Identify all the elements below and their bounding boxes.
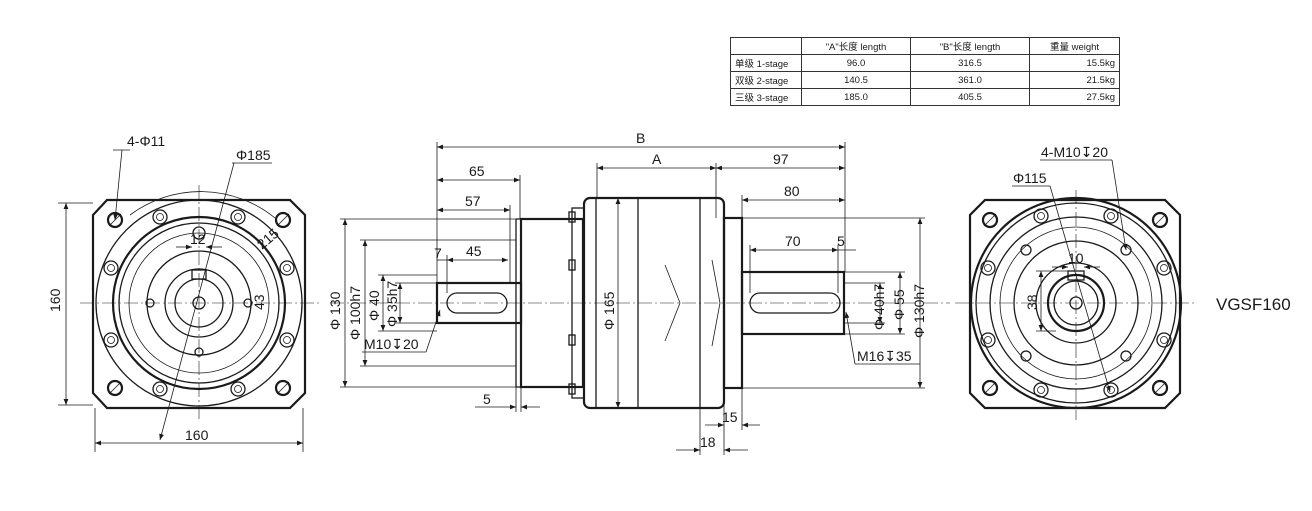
- dim-18: 18: [700, 434, 716, 450]
- dim-45: 45: [466, 243, 482, 259]
- left-bolt-circle: [103, 209, 295, 397]
- dim-phi55: Φ 55: [891, 289, 907, 320]
- left-height-label: 43: [251, 294, 267, 310]
- input-shaft-key: [446, 292, 508, 314]
- right-thread-label: 4-M10↧20: [1041, 144, 1108, 160]
- left-square-flange: [91, 198, 307, 410]
- left-bottom-label: 160: [185, 427, 209, 443]
- model-label: VGSF160: [1216, 295, 1291, 314]
- dim-phi130h7: Φ 130h7: [911, 284, 927, 338]
- dim-phi40-left: Φ 40: [366, 290, 382, 321]
- left-pcd-label: Φ185: [236, 147, 271, 163]
- dim-phi100h7: Φ 100h7: [347, 286, 363, 340]
- dim-97: 97: [773, 151, 789, 167]
- dim-7: 7: [434, 245, 442, 261]
- dim-B: B: [636, 130, 645, 146]
- left-side-label: 160: [47, 288, 63, 312]
- side-view: B 65 57 7 45 A 97 80 70 5 5: [327, 130, 950, 455]
- dim-5-bottom: 5: [483, 391, 491, 407]
- left-hole-label: 4-Φ11: [127, 133, 165, 149]
- right-pcd-label: Φ115: [1013, 170, 1047, 186]
- dim-m10-left: M10↧20: [364, 336, 419, 352]
- dim-phi165: Φ 165: [601, 291, 617, 330]
- right-key-label: 10: [1068, 250, 1084, 266]
- dim-80: 80: [784, 183, 800, 199]
- output-shaft: [740, 270, 846, 336]
- left-key-label: 12: [190, 231, 206, 247]
- dim-15: 15: [722, 409, 738, 425]
- housing-taper-mark: [664, 264, 681, 342]
- right-flange-view: 4-M10↧20 Φ115 10 38 VGSF160: [955, 144, 1291, 420]
- dim-m16: M16↧35: [857, 348, 912, 364]
- dim-5-top: 5: [837, 233, 845, 249]
- right-height-label: 38: [1024, 294, 1040, 310]
- dim-70: 70: [785, 233, 801, 249]
- dim-phi130-left: Φ 130: [327, 291, 343, 330]
- output-shaft-key: [749, 292, 841, 314]
- dim-phi35h7: Φ 35h7: [384, 281, 400, 327]
- right-bolt-circle: [980, 208, 1172, 398]
- spec-weight: 27.5kg: [1029, 88, 1120, 106]
- spec-table-header-row: "A"长度 length "B"长度 length 重量 weight: [730, 37, 1120, 55]
- left-diag-arc: [129, 191, 276, 219]
- left-flange-view: 4-Φ11 Φ185 215 12 43 160 160: [47, 133, 320, 452]
- dim-phi40h7: Φ 40h7: [871, 284, 887, 330]
- housing-taper-mark-2: [711, 259, 721, 347]
- dim-A: A: [652, 151, 662, 167]
- spec-table: "A"长度 length "B"长度 length 重量 weight 单级 1…: [730, 37, 1120, 106]
- right-square-flange: [968, 198, 1182, 410]
- left-corner-holes: [106, 211, 292, 397]
- side-bolt-heads: [568, 211, 576, 395]
- right-corner-holes: [981, 211, 1169, 397]
- dim-65: 65: [469, 163, 485, 179]
- table-row: 三级 3-stage 185.0 405.5 27.5kg: [730, 88, 1120, 106]
- dim-57: 57: [465, 193, 481, 209]
